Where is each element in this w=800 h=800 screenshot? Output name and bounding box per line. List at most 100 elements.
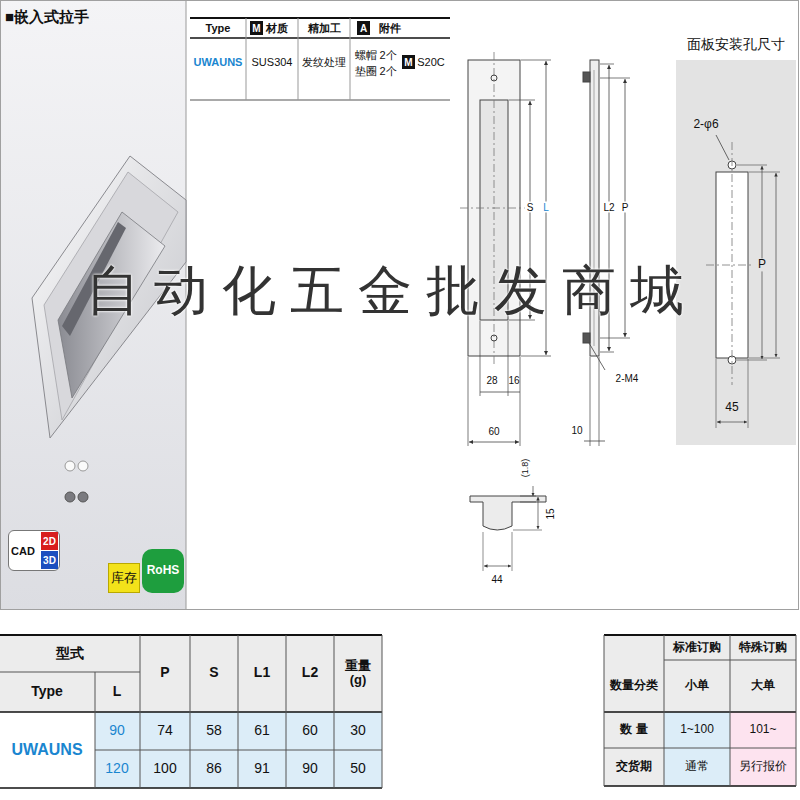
side-view-part — [600, 352, 614, 353]
panel-cutout-drawing-part-part — [732, 142, 733, 385]
table-header: L1 — [254, 665, 270, 680]
size-table-lines-part-part — [95, 672, 96, 788]
order-table-lines-part — [604, 635, 796, 712]
dimension-text: L2 — [601, 202, 616, 213]
node-text: 3D — [43, 555, 56, 566]
table-cell: 50 — [350, 761, 366, 776]
dimension-text: P — [756, 258, 768, 271]
spec-table-lines-part — [190, 37, 450, 39]
side-view-part — [583, 72, 590, 82]
spec-table-lines-part — [246, 18, 247, 100]
size-table-lines-part-part — [0, 672, 140, 673]
page-title: ■嵌入式拉手 — [5, 9, 89, 26]
table-header: Type — [206, 22, 231, 34]
order-table-lines-part-part — [604, 711, 796, 713]
table-header: 标准订购 — [673, 641, 721, 654]
table-cell: 1~100 — [680, 723, 714, 736]
cad-2d-tag: 2D — [41, 532, 58, 550]
accessory-icon: A — [357, 21, 370, 35]
panel-cutout-drawing-part-part — [749, 358, 780, 359]
spec-table-lines — [190, 18, 450, 100]
table-cell: 86 — [206, 761, 222, 776]
front-view-part — [480, 321, 481, 396]
size-table-lines-part-part — [382, 635, 383, 788]
front-view-part — [509, 100, 535, 101]
order-table-lines-part — [730, 712, 796, 786]
size-table-lines-part-part — [334, 635, 335, 788]
dimension-text: 16 — [508, 375, 519, 386]
side-view-part — [589, 343, 605, 370]
table-cell: 90 — [109, 723, 125, 738]
table-header: P — [160, 665, 169, 680]
panel-cutout-drawing-part-part — [737, 360, 767, 361]
front-view-part — [480, 392, 520, 393]
panel-cutout-drawing-part — [706, 135, 780, 428]
order-table-lines-part-part — [604, 748, 796, 749]
spec-table-lines-part — [298, 18, 299, 100]
side-view-part — [600, 78, 630, 79]
size-table-lines-part — [0, 635, 382, 788]
front-view-part — [468, 357, 469, 446]
table-cell: 60 — [302, 723, 318, 738]
size-table-lines-part-part — [190, 635, 191, 788]
side-view — [583, 60, 630, 446]
table-header: 数量分类 — [610, 679, 658, 692]
section-view-part — [520, 496, 536, 497]
section-view-part — [470, 496, 546, 530]
panel-cutout-drawing-part-part — [748, 359, 749, 428]
table-cell: 61 — [254, 723, 270, 738]
section-view-part — [513, 530, 542, 531]
front-view-part — [491, 75, 497, 81]
front-view-part — [508, 321, 509, 396]
table-header: 数 量 — [620, 723, 647, 736]
table-cell: 发纹处理 — [302, 56, 346, 68]
table-cell: SUS304 — [252, 56, 293, 68]
dimension-text: 28 — [486, 375, 497, 386]
table-cell: 垫圈 — [355, 65, 377, 77]
side-view-part — [590, 357, 591, 446]
table-cell: 螺帽 — [355, 49, 377, 61]
table-header: 型式 — [56, 646, 84, 661]
product-panel-part — [1, 1, 799, 610]
table-cell: 74 — [157, 723, 173, 738]
section-view-part — [483, 532, 484, 571]
table-header: 精加工 — [308, 22, 341, 34]
table-cell: 通常 — [685, 760, 709, 773]
size-table-lines-part-part — [238, 635, 239, 788]
spec-table-lines-part — [350, 18, 351, 100]
table-cell: 100 — [153, 761, 176, 776]
table-header: 大单 — [751, 679, 775, 692]
table-cell: S20C — [417, 56, 445, 68]
order-table-lines-part-part — [796, 635, 797, 786]
front-view-part — [520, 357, 521, 446]
material-icon: M — [250, 21, 263, 35]
dimension-text: 15 — [545, 508, 556, 519]
dimension-text: (1.8) — [521, 459, 531, 478]
side-view-part — [584, 441, 605, 442]
dimension-text: P — [620, 202, 631, 213]
section-view-part — [538, 497, 539, 529]
size-table-lines — [0, 635, 382, 788]
thread-callout: 2-M4 — [616, 373, 639, 384]
front-view-part — [469, 442, 519, 443]
front-view-part — [460, 208, 526, 209]
table-header: Type — [31, 684, 63, 699]
dimension-text: L — [541, 202, 551, 213]
section-view — [470, 486, 546, 571]
dimension-text: 44 — [491, 574, 502, 585]
size-table-lines-part-part — [286, 635, 287, 788]
order-table-lines-part — [604, 635, 796, 786]
cad-badge: CAD2D3D — [8, 530, 60, 571]
cad-3d-tag: 3D — [41, 551, 58, 569]
order-table-lines-part — [604, 712, 664, 786]
spec-table-lines-part — [190, 100, 450, 101]
size-table-lines-part — [0, 635, 382, 712]
side-view-part — [600, 338, 630, 339]
node-text: 库存 — [111, 571, 137, 585]
table-cell: 120 — [105, 761, 128, 776]
screw-icons-part — [78, 461, 88, 471]
size-table-lines-part-part — [140, 635, 141, 788]
product-panel — [0, 0, 799, 610]
node-text: A — [360, 23, 367, 34]
table-cell: 91 — [254, 761, 270, 776]
